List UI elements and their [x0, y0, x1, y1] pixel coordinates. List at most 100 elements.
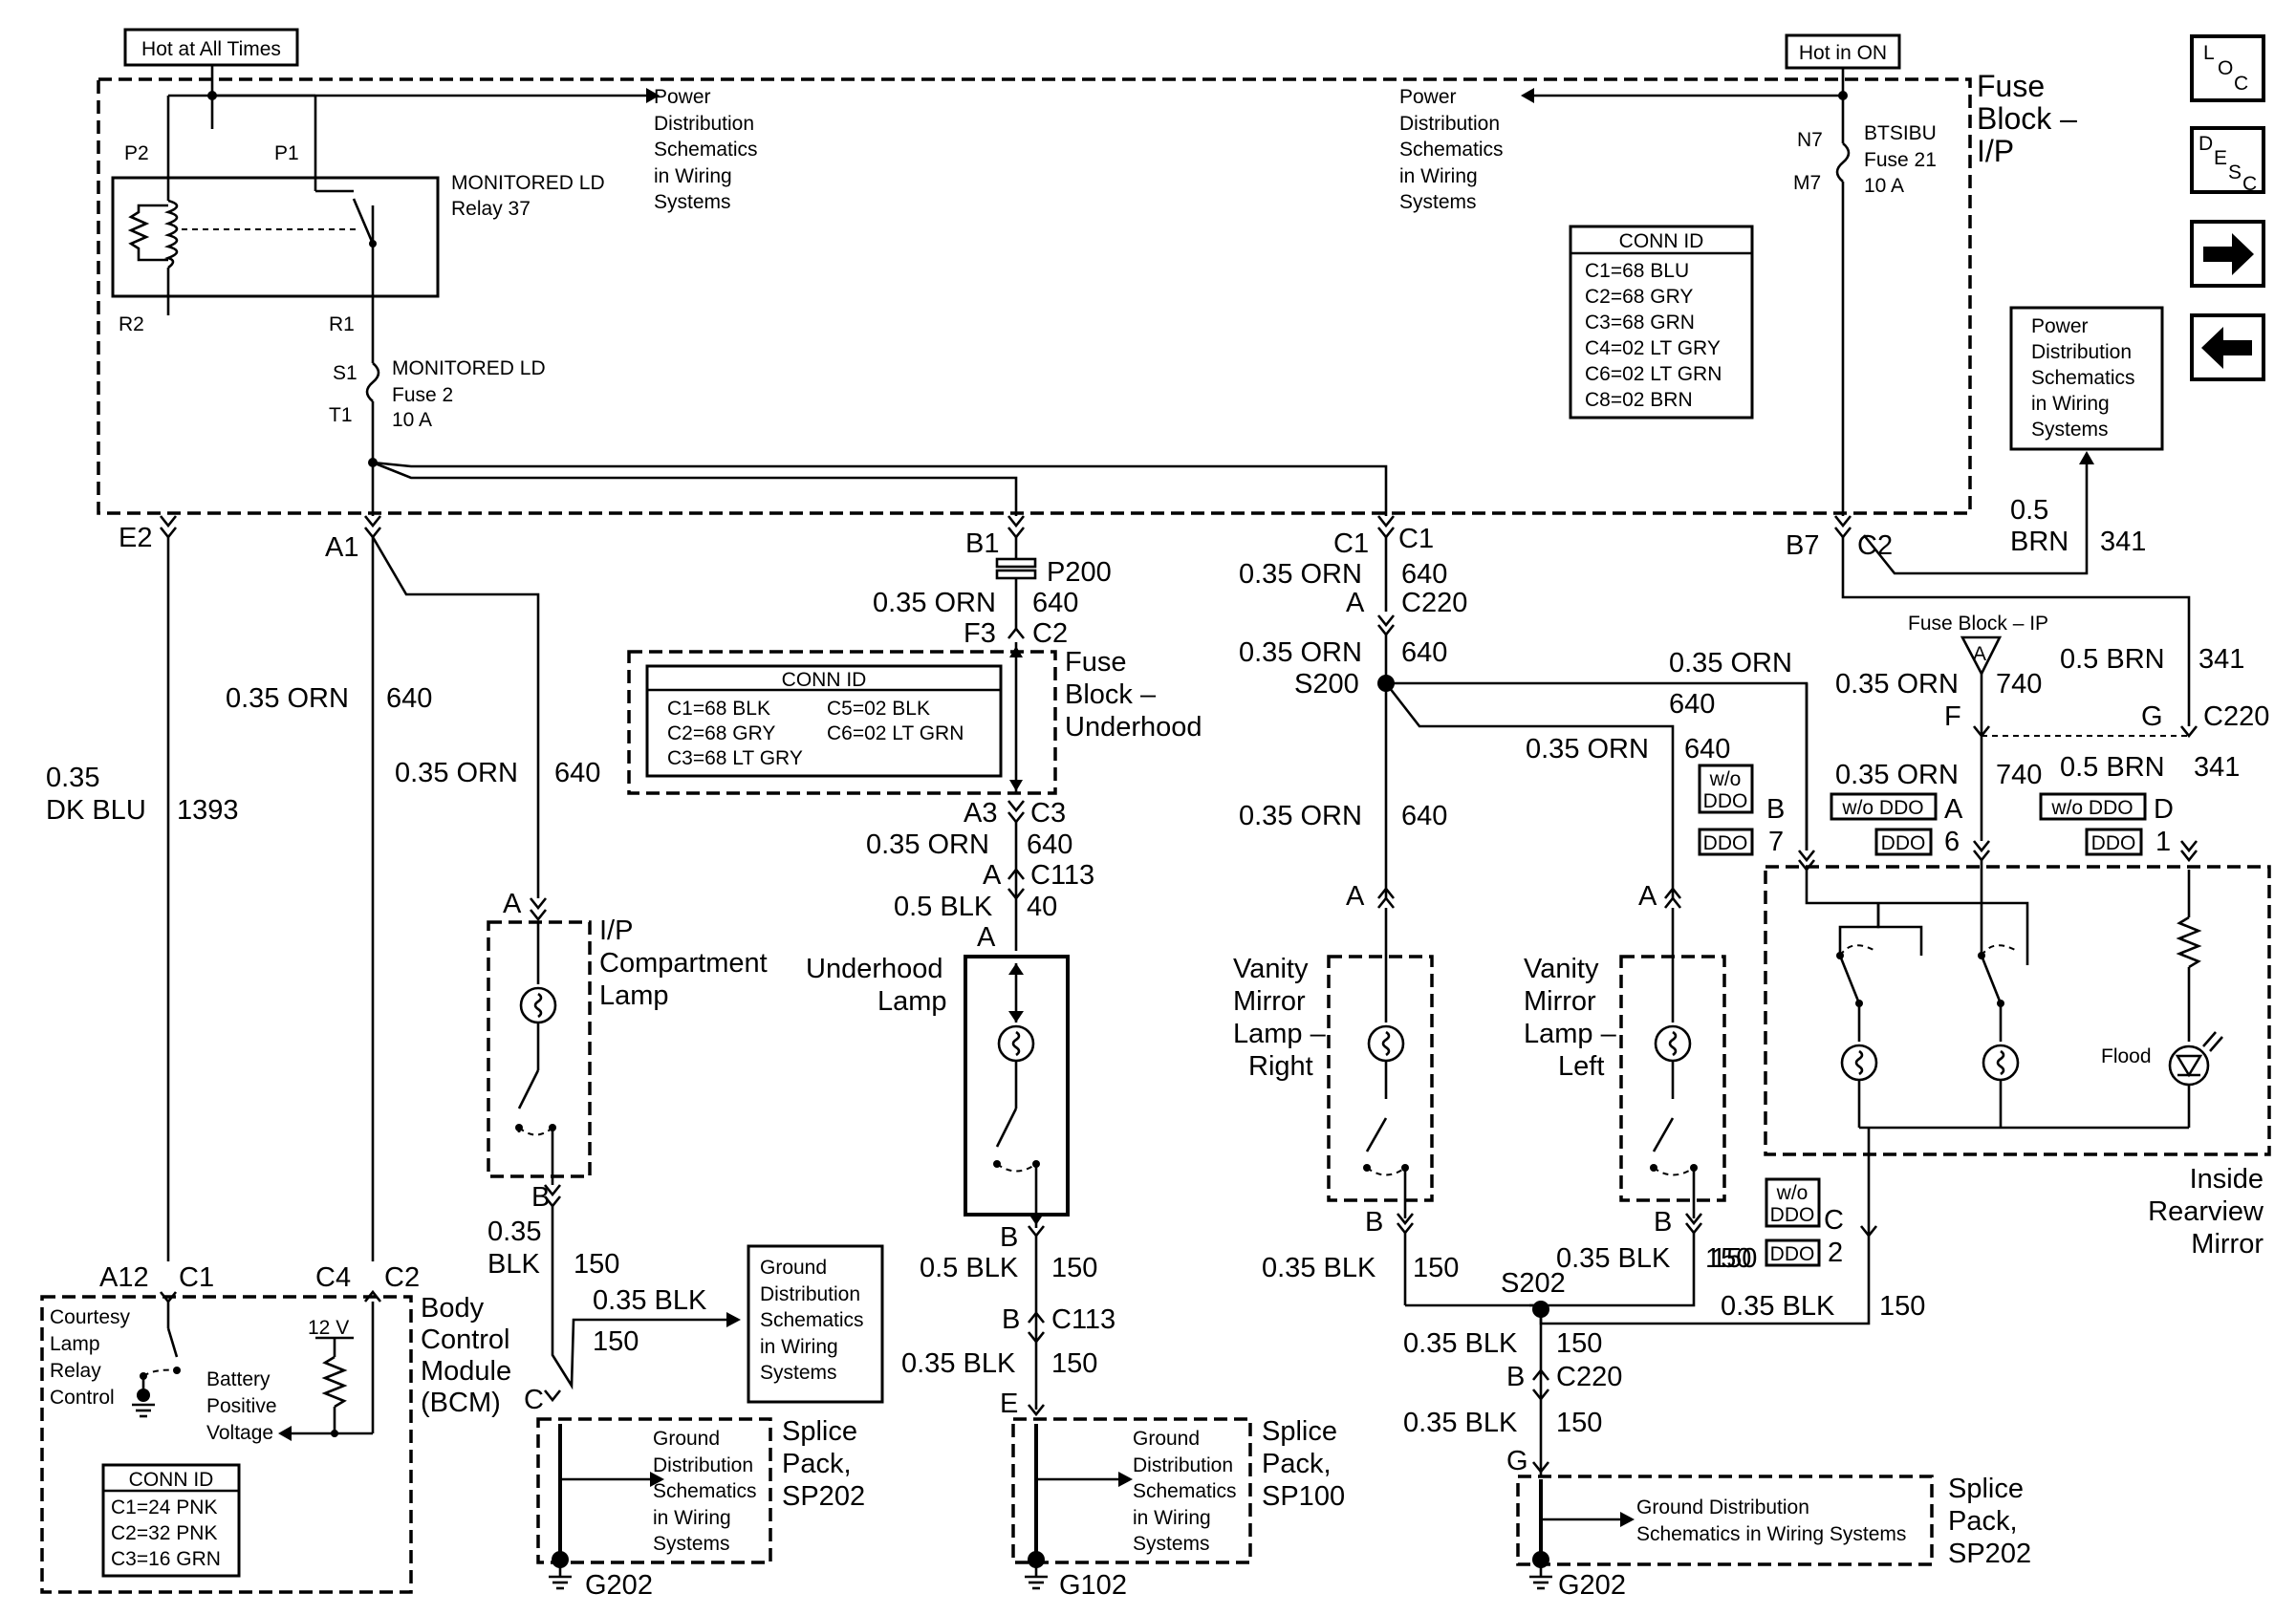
- svg-text:E: E: [2214, 147, 2227, 169]
- pin-t1: T1: [329, 404, 353, 426]
- bcm-inner-1: Courtesy: [50, 1306, 131, 1328]
- svg-text:Ground: Ground: [1133, 1428, 1200, 1450]
- wire-035blk-c113: 0.35 BLK: [901, 1348, 1016, 1379]
- underhood-lamp-box: [964, 955, 1070, 1217]
- pin-1: 1: [2155, 827, 2171, 857]
- wire-1393-label: 1393: [177, 795, 239, 826]
- pin-a-uhlamp: A: [977, 922, 996, 953]
- ground-g202-right: G202: [1558, 1570, 1626, 1601]
- svg-text:Ground: Ground: [653, 1428, 720, 1450]
- pin-a3: A3: [964, 798, 997, 829]
- svg-text:Ground: Ground: [760, 1257, 827, 1279]
- svg-text:in Wiring: in Wiring: [654, 165, 732, 187]
- svg-text:Power: Power: [2031, 315, 2089, 337]
- wire-brn-upper: 0.5 BRN: [2060, 644, 2165, 675]
- pin-a1: A1: [325, 532, 358, 563]
- fuse-2-label-1: MONITORED LD: [392, 357, 546, 379]
- gds-box-left: Ground Distribution Schematics in Wiring…: [747, 1244, 884, 1404]
- pin-p2: P2: [124, 142, 149, 164]
- ip-lamp-label-2: Compartment: [599, 948, 768, 979]
- pin-c2-bcm: C2: [384, 1262, 420, 1293]
- wire-blk-vanity-right: 0.35 BLK: [1262, 1253, 1376, 1283]
- loc-button[interactable]: LOC: [2190, 34, 2265, 102]
- svg-text:Systems: Systems: [1399, 191, 1477, 213]
- ground-g202-left: G202: [585, 1570, 653, 1601]
- svg-text:in Wiring: in Wiring: [2031, 393, 2110, 415]
- vanity-right-bulb-icon: [1363, 908, 1409, 1218]
- wire-ip-150: 150: [574, 1249, 619, 1280]
- svg-text:C1=68 BLK: C1=68 BLK: [667, 698, 770, 720]
- pin-c220-mirror: C220: [2203, 701, 2269, 732]
- svg-text:C: C: [2234, 73, 2248, 95]
- svg-text:in Wiring: in Wiring: [653, 1507, 731, 1529]
- vanity-left-label-4: Left: [1558, 1051, 1604, 1082]
- pin-a-ddo: A: [1944, 794, 1963, 825]
- wire-05blk-uh: 0.5 BLK: [920, 1253, 1019, 1283]
- fuse-block-ip-tag: Fuse Block – IP: [1908, 613, 2048, 635]
- next-arrow-button[interactable]: [2190, 220, 2265, 288]
- pin-b-ip: B: [531, 1182, 550, 1213]
- svg-text:in Wiring: in Wiring: [1133, 1507, 1211, 1529]
- svg-text:in Wiring: in Wiring: [1399, 165, 1478, 187]
- wire-orn-a1-label: 0.35 ORN: [226, 683, 349, 714]
- svg-text:O: O: [2218, 57, 2233, 79]
- splice-sp202-left-label-3: SP202: [782, 1481, 865, 1512]
- bcm-12v: 12 V: [308, 1317, 349, 1339]
- ip-lamp-label-1: I/P: [599, 915, 633, 946]
- bcm-inner-2: Lamp: [50, 1333, 100, 1355]
- wire-640-ip-label: 640: [554, 758, 600, 788]
- wire-640-right-v: 640: [1401, 801, 1447, 831]
- svg-text:Distribution: Distribution: [760, 1283, 860, 1305]
- fuse-21-label-3: 10 A: [1864, 175, 1904, 197]
- relay-37-box: [111, 176, 440, 298]
- pin-2: 2: [1828, 1238, 1843, 1268]
- bcm-internals: [132, 1302, 375, 1441]
- pin-6: 6: [1944, 827, 1960, 857]
- fuse-2-icon: [365, 315, 380, 516]
- wire-blk-mirror: 0.35 BLK: [1721, 1291, 1835, 1322]
- ddo-badge-1: DDO: [2085, 828, 2143, 856]
- conn-id-bcm-table: CONN ID C1=24 PNK C2=32 PNK C3=16 GRN: [101, 1463, 241, 1578]
- wire-341-label: 341: [2100, 527, 2146, 557]
- pin-a-vanity-right: A: [1346, 881, 1365, 912]
- wire-740-lower: 740: [1996, 760, 2042, 790]
- flood-label: Flood: [2101, 1045, 2152, 1067]
- splice-sp202-left-outline: [536, 1417, 772, 1564]
- wire-640-a1-label: 640: [386, 683, 432, 714]
- bcm-label-1: Body: [421, 1293, 485, 1324]
- conn-id-underhood-table: CONN ID C1=68 BLK C5=02 BLK C2=68 GRY C6…: [645, 664, 1003, 778]
- svg-text:Power: Power: [654, 86, 711, 108]
- wire-150-mirror: 150: [1879, 1291, 1925, 1322]
- pin-f3: F3: [964, 618, 996, 649]
- wire-640-p200: 640: [1032, 588, 1078, 618]
- pin-f: F: [1944, 701, 1961, 732]
- wire-orn-s200-right: 0.35 ORN: [1669, 648, 1792, 678]
- pin-c1-b: C1: [1398, 524, 1434, 554]
- wire-40: 40: [1027, 892, 1057, 922]
- svg-text:CONN ID: CONN ID: [129, 1469, 214, 1491]
- pin-c-splice: C: [524, 1385, 544, 1415]
- pin-b-c220: B: [1506, 1362, 1525, 1392]
- vanity-left-label-1: Vanity: [1524, 954, 1599, 984]
- svg-text:C: C: [2242, 173, 2257, 195]
- pin-e: E: [1000, 1389, 1018, 1419]
- ddo-badge-2: DDO: [1765, 1238, 1821, 1267]
- svg-text:C3=68 LT GRY: C3=68 LT GRY: [667, 747, 803, 769]
- prev-arrow-button[interactable]: [2190, 313, 2265, 381]
- wire-orn-ip-label: 0.35 ORN: [395, 758, 518, 788]
- splice-sp202-left-label-2: Pack,: [782, 1449, 852, 1479]
- svg-text:in Wiring: in Wiring: [760, 1336, 838, 1358]
- pin-c113: C113: [1030, 860, 1094, 891]
- vanity-right-label-2: Mirror: [1233, 986, 1306, 1017]
- pin-d-ddo: D: [2154, 794, 2174, 825]
- bcm-inner-4: Control: [50, 1387, 115, 1409]
- vanity-right-label-3: Lamp –: [1233, 1019, 1327, 1049]
- ground-icon: [549, 1567, 572, 1590]
- svg-text:Schematics: Schematics: [1399, 139, 1504, 161]
- wire-blk-c220: 0.35 BLK: [1403, 1408, 1518, 1438]
- svg-text:DDO: DDO: [1703, 790, 1748, 812]
- svg-text:Distribution: Distribution: [1399, 113, 1500, 135]
- svg-text:C2=32 PNK: C2=32 PNK: [111, 1522, 217, 1544]
